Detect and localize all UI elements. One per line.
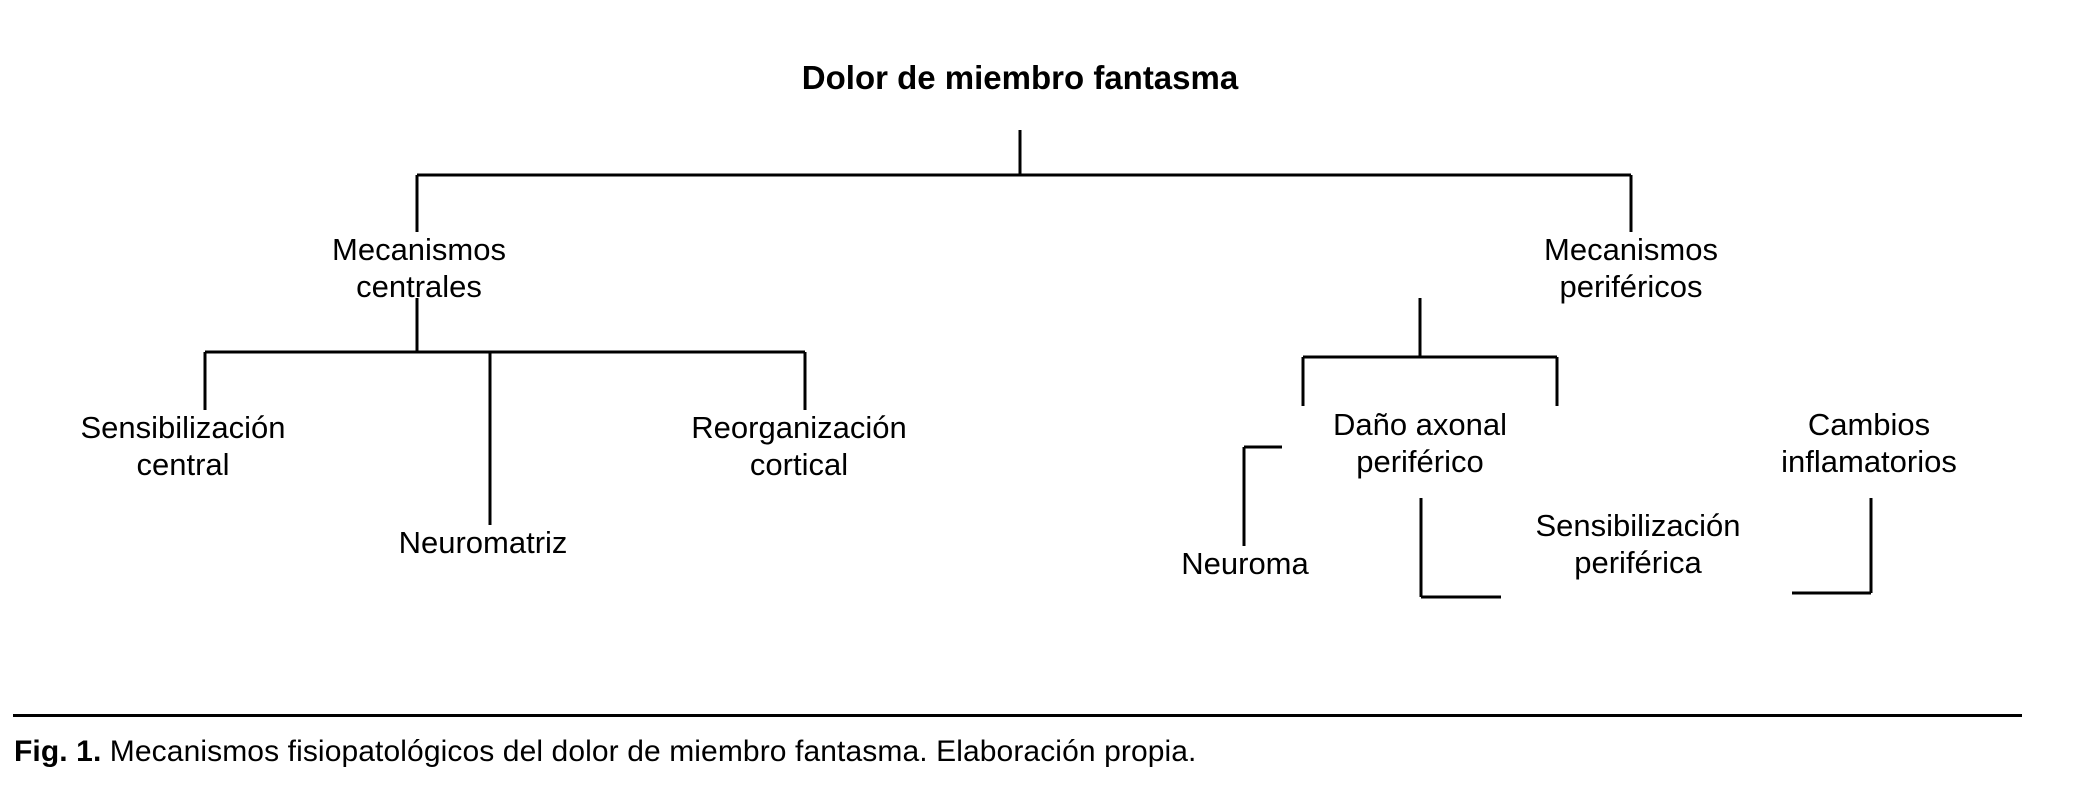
node-dano-axonal-periferico: Daño axonal periférico (1332, 407, 1508, 479)
node-mecanismos-perifericos: Mecanismos periféricos (1544, 232, 1718, 304)
caption-figure-label: Fig. 1. (14, 735, 102, 768)
node-cambios-inflamatorios: Cambios inflamatorios (1781, 407, 1957, 479)
caption-figure-text: Mecanismos fisiopatológicos del dolor de… (101, 735, 1197, 768)
node-neuromatriz: Neuromatriz (398, 525, 568, 560)
node-sensibilizacion-central: Sensibilización central (80, 410, 286, 482)
node-mecanismos-centrales: Mecanismos centrales (332, 232, 506, 304)
caption-divider (13, 714, 2022, 717)
node-neuroma: Neuroma (1181, 546, 1309, 581)
node-root-dolor-de-miembro-fantasma: Dolor de miembro fantasma (801, 59, 1239, 96)
node-reorganizacion-cortical: Reorganización cortical (691, 410, 907, 482)
figure-caption: Fig. 1. Mecanismos fisiopatológicos del … (14, 735, 1197, 769)
node-sensibilizacion-periferica: Sensibilización periférica (1535, 508, 1741, 580)
